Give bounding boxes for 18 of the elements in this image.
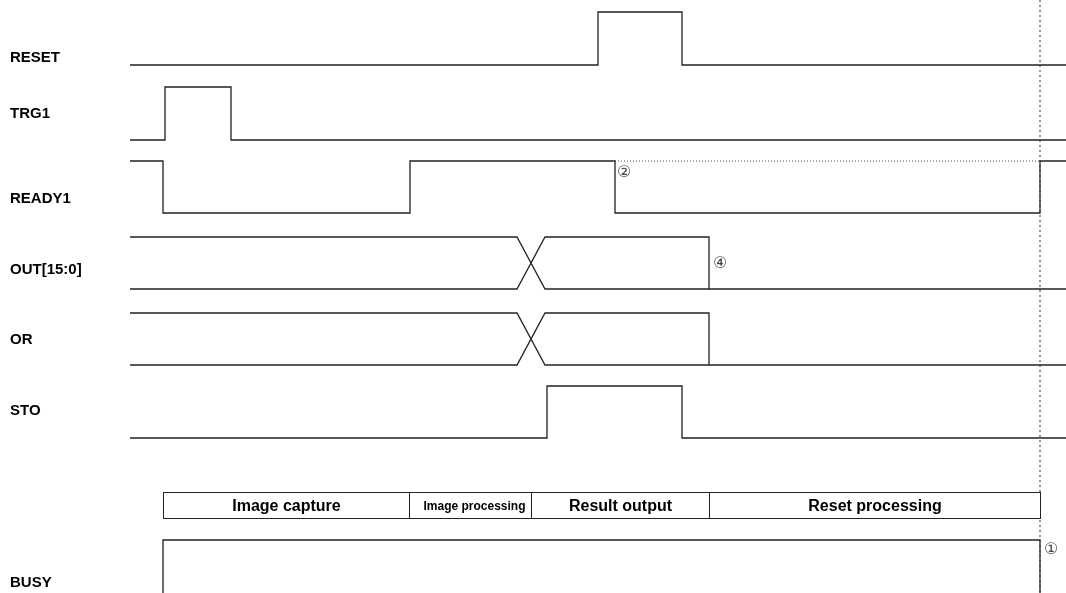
signal-name: OR — [10, 329, 33, 349]
signal-name: BUSY — [10, 572, 52, 592]
callout-number: ① — [1044, 538, 1059, 560]
callout-number: ② — [617, 161, 632, 183]
signal-name: RESET — [10, 47, 60, 67]
callout-number: ④ — [713, 252, 728, 274]
signal-name: OUT[15:0] — [10, 259, 82, 279]
phase-label: Image processing — [422, 499, 527, 512]
phase-box — [531, 492, 710, 519]
phase-label: Image capture — [231, 495, 342, 516]
signal-name: TRG1 — [10, 103, 50, 123]
signal-name: STO — [10, 400, 41, 420]
phase-label: Reset processing — [807, 495, 943, 516]
phase-box — [409, 492, 532, 519]
phase-box — [709, 492, 1041, 519]
phase-box — [163, 492, 410, 519]
phase-label: Result output — [567, 495, 674, 516]
signal-name: READY1 — [10, 188, 71, 208]
